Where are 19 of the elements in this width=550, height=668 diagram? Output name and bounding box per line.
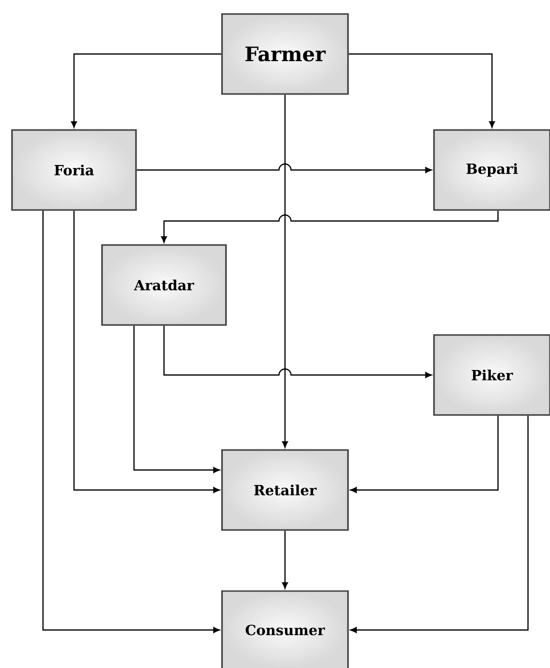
arrow (348, 53, 495, 128)
process-box: Retailer (221, 449, 349, 531)
arrow (73, 210, 220, 493)
arrow (282, 530, 288, 589)
arrow (350, 416, 499, 493)
process-box: Aratdar (101, 244, 227, 326)
process-box: Piker (433, 334, 550, 416)
arrow (282, 94, 288, 448)
arrow (350, 416, 529, 633)
process-box: Farmer (221, 13, 349, 95)
arrow (136, 163, 432, 173)
process-box: Consumer (221, 590, 349, 668)
arrow (42, 210, 220, 633)
arrow (161, 210, 499, 243)
arrow (71, 53, 222, 128)
arrow (163, 326, 432, 378)
arrow (133, 326, 220, 473)
process-box: Foria (11, 129, 137, 211)
process-box: Bepari (433, 129, 550, 211)
